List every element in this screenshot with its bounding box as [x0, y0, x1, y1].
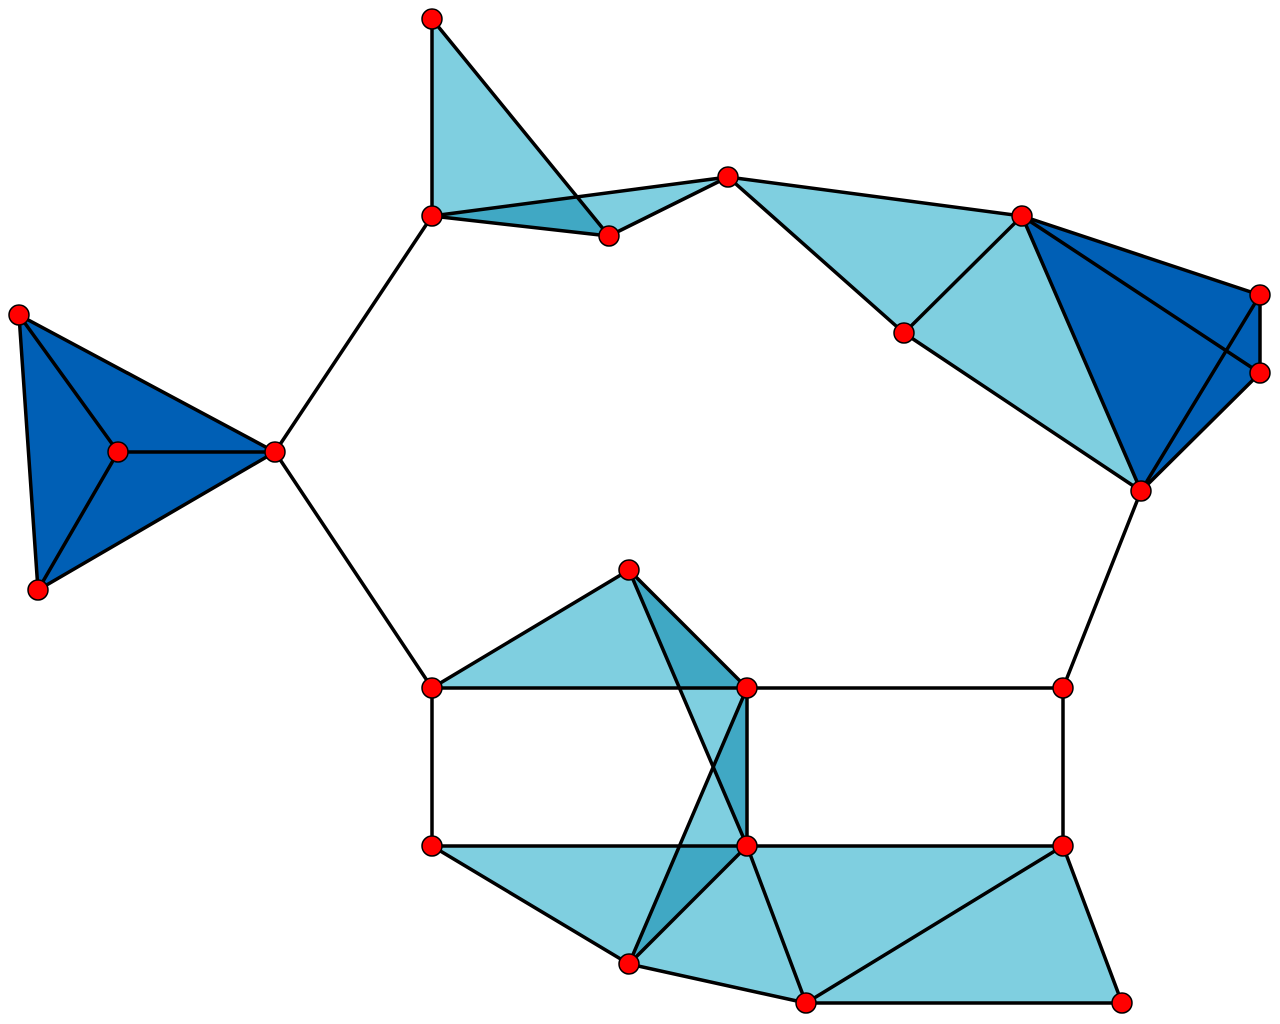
edge-fi [902, 331, 1143, 493]
vertex-p [736, 677, 758, 699]
vertex-i [1130, 480, 1152, 502]
edge-su [627, 844, 749, 966]
edge-tw [1061, 844, 1124, 1005]
edge-uv [627, 962, 808, 1005]
face-tvw [806, 846, 1122, 1003]
vertex-o [421, 677, 443, 699]
vertex-d [717, 166, 739, 188]
edge-lm [36, 450, 277, 592]
edge-np [627, 568, 749, 690]
dark-solid-eghi [1022, 216, 1260, 491]
vertex-f [893, 322, 915, 344]
vertex-e [1011, 205, 1033, 227]
edge-pu [627, 686, 749, 966]
vertex-w [1111, 992, 1133, 1014]
vertex-j [8, 304, 30, 326]
edge-jl [17, 313, 277, 454]
edge-cd [607, 175, 730, 238]
vertex-v [795, 992, 817, 1014]
edge-sv [745, 844, 808, 1005]
vertex-t [1052, 835, 1074, 857]
edge-ac [430, 17, 611, 238]
edge-gi [1139, 293, 1262, 493]
vertex-k [107, 441, 129, 463]
edge-jm [17, 313, 40, 592]
edge-de [726, 175, 1024, 218]
edge-ei [1020, 214, 1143, 493]
edge-on [430, 568, 631, 690]
edge-vt [804, 844, 1065, 1005]
edge-km [36, 450, 120, 592]
edge-bd [430, 175, 730, 218]
edge-ru [430, 844, 631, 966]
vertex-c [598, 225, 620, 247]
light-faces-layer [432, 19, 1141, 1003]
vertex-b [421, 205, 443, 227]
vertex-m [27, 579, 49, 601]
vertex-a [421, 8, 443, 30]
edge-ns [627, 568, 749, 848]
edge-eg [1020, 214, 1262, 297]
face-stv [747, 846, 1063, 1003]
vertex-r [421, 835, 443, 857]
face-bcd [432, 177, 728, 236]
vertex-g [1249, 284, 1271, 306]
face-def [728, 177, 1022, 333]
face-efi [904, 216, 1141, 491]
edge-jk [17, 313, 120, 454]
edge-hi [1139, 371, 1262, 493]
edge-eh [1020, 214, 1262, 375]
vertex-s [736, 835, 758, 857]
edge-lb [273, 214, 434, 454]
edge-lo [273, 450, 434, 690]
vertex-h [1249, 362, 1271, 384]
edge-df [726, 175, 906, 335]
vertex-n [618, 559, 640, 581]
vertex-l [264, 441, 286, 463]
vertex-u [618, 953, 640, 975]
edge-ef [902, 214, 1024, 335]
edge-bc [430, 214, 611, 238]
vertex-q [1052, 677, 1074, 699]
edge-iq [1061, 489, 1143, 690]
vertices-layer [8, 8, 1271, 1014]
edges-layer [17, 17, 1262, 1005]
